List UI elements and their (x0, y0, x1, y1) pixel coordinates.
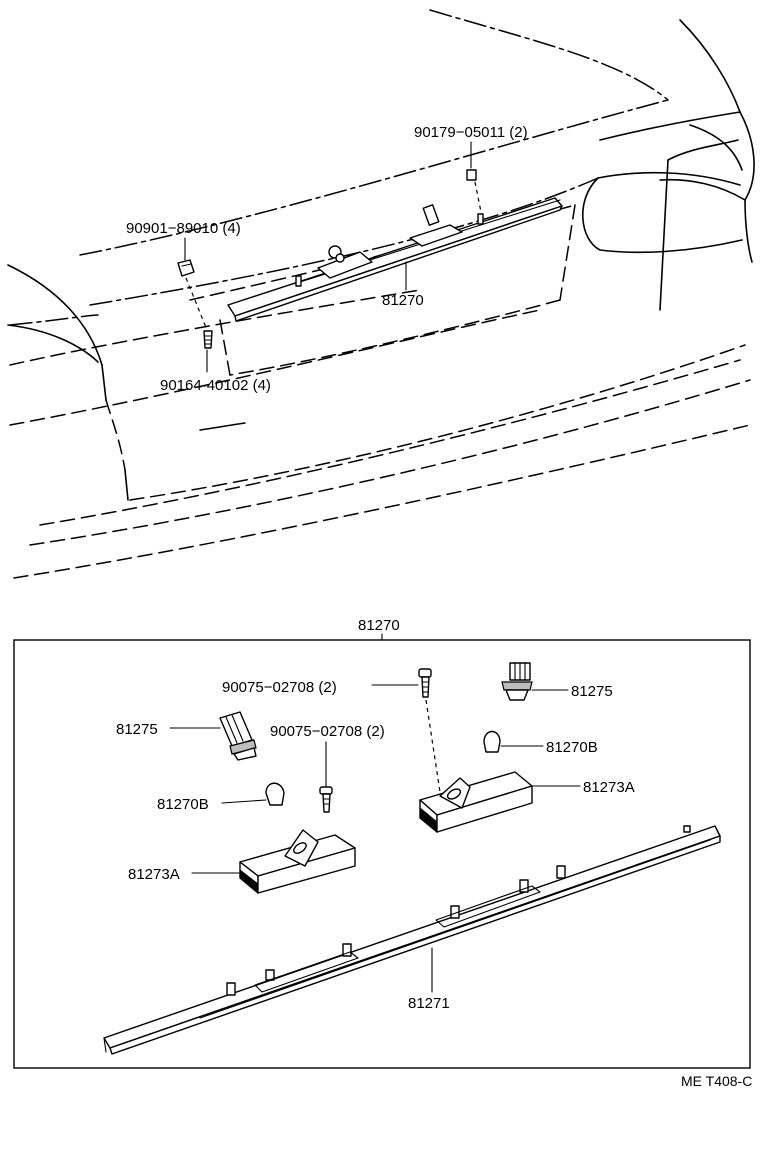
upper-leaders (184, 141, 482, 373)
bulb-left-icon (265, 782, 285, 806)
clip-nut-icon (466, 169, 477, 181)
callout-screw-lower: 90075−02708 (2) (270, 723, 385, 740)
callout-bulb-left: 81270B (157, 796, 209, 813)
vehicle-rear-outline (7, 9, 755, 579)
assembly-number: 81270 (358, 617, 400, 634)
callout-screw: 90164-40102 (4) (160, 377, 271, 394)
bulb-right-icon (483, 730, 501, 753)
callout-housing-left: 81273A (128, 866, 180, 883)
lens-bar-icon (103, 825, 721, 1055)
drawing-code: ME T408-C (681, 1073, 752, 1089)
screw-icon (203, 330, 213, 349)
housing-left-icon (239, 829, 356, 895)
screw-upper-icon (418, 668, 432, 698)
exploded-view-frame (13, 633, 751, 1069)
callout-bulb-right: 81270B (546, 739, 598, 756)
socket-right-icon (501, 662, 533, 701)
callout-socket-left: 81275 (116, 721, 158, 738)
callout-lamp-assembly: 81270 (382, 292, 424, 309)
socket-left-icon (219, 711, 257, 761)
callout-housing-right: 81273A (583, 779, 635, 796)
callout-lens-bar: 81271 (408, 995, 450, 1012)
callout-clip-nut: 90179−05011 (2) (414, 124, 528, 141)
callout-screw-upper: 90075−02708 (2) (222, 679, 337, 696)
callout-grommet: 90901−89010 (4) (126, 220, 241, 237)
housing-right-icon (419, 771, 533, 834)
grommet-icon (177, 259, 195, 277)
lamp-assembly-installed (227, 197, 563, 322)
screw-lower-icon (319, 786, 333, 813)
callout-socket-right: 81275 (571, 683, 613, 700)
